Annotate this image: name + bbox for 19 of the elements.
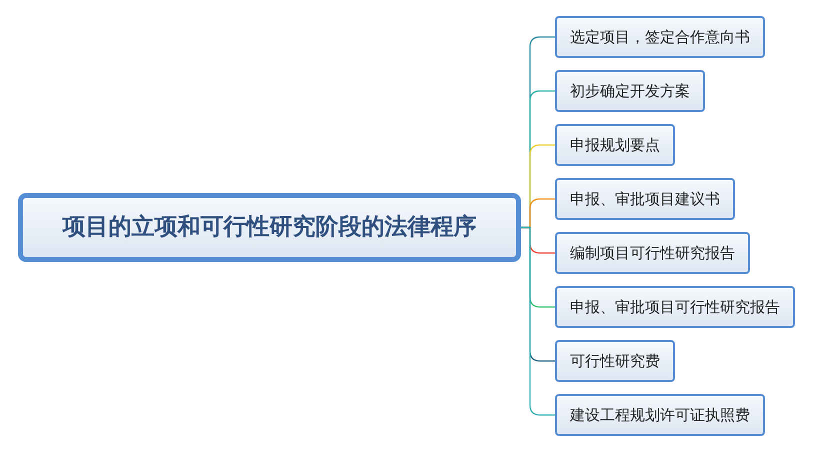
subtopic-text: 可行性研究费 bbox=[570, 350, 660, 372]
subtopic-box bbox=[555, 16, 765, 58]
subtopic-box bbox=[555, 286, 795, 328]
subtopic-box bbox=[555, 124, 675, 166]
subtopic-text: 编制项目可行性研究报告 bbox=[570, 242, 735, 264]
subtopic-box bbox=[555, 178, 735, 220]
subtopic-text: 申报、审批项目建议书 bbox=[570, 188, 720, 210]
subtopic-text: 选定项目，签定合作意向书 bbox=[570, 26, 750, 48]
subtopic-text: 建设工程规划许可证执照费 bbox=[570, 404, 750, 426]
topic-text: 项目的立项和可行性研究阶段的法律程序 bbox=[62, 213, 476, 242]
subtopic-box bbox=[555, 394, 765, 436]
subtopic-box bbox=[555, 232, 750, 274]
subtopic-text: 申报规划要点 bbox=[570, 134, 660, 156]
subtopic-text: 初步确定开发方案 bbox=[570, 80, 690, 102]
subtopic-box bbox=[555, 70, 705, 112]
topic-box bbox=[18, 193, 521, 262]
subtopic-box bbox=[555, 340, 675, 382]
subtopic-text: 申报、审批项目可行性研究报告 bbox=[570, 296, 780, 318]
connector-line bbox=[521, 226, 555, 416]
